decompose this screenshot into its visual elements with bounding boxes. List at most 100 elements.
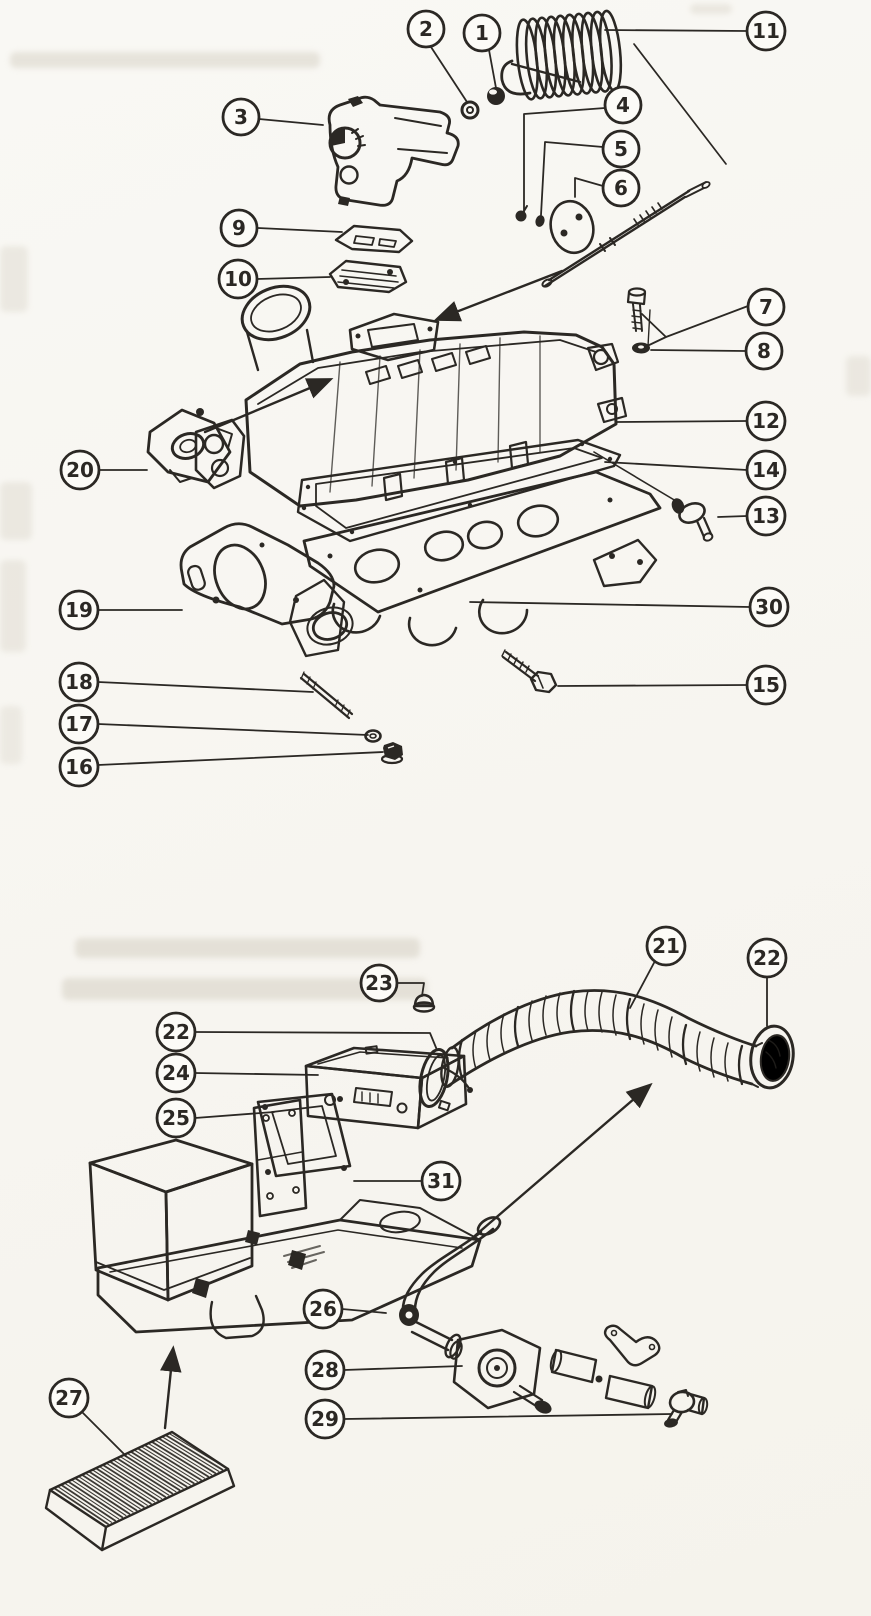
callout-circle — [745, 449, 787, 491]
callout-circle — [48, 1377, 90, 1419]
stud-art — [299, 671, 354, 720]
exhaust-manifold-art — [288, 470, 662, 658]
callout-circle — [304, 1349, 346, 1391]
assembly-direction-arrow — [433, 269, 564, 322]
callout-circle — [58, 703, 100, 745]
callout-number: 20 — [66, 458, 94, 482]
callout-number: 22 — [753, 946, 781, 970]
callout-3: 3 — [221, 97, 261, 137]
callout-circle — [58, 661, 100, 703]
sensor-art — [146, 408, 233, 484]
callout-circle — [155, 1052, 197, 1094]
callout-number: 21 — [652, 934, 680, 958]
callout-leaders — [81, 29, 768, 1457]
callout-circle — [406, 9, 446, 49]
callout-circle — [155, 1011, 197, 1053]
callout-circle — [745, 400, 787, 442]
corrugated-hose-art — [440, 989, 758, 1088]
intake-unit-art — [304, 1045, 473, 1130]
coil-spring-art — [500, 9, 727, 165]
callout-2: 2 — [406, 9, 446, 49]
hex-bolt-art — [501, 649, 558, 694]
assembly-direction-arrow — [468, 1082, 653, 1242]
washer-17-art — [364, 729, 382, 743]
callout-number: 25 — [162, 1106, 190, 1130]
callout-circle — [748, 586, 790, 628]
callout-number: 16 — [65, 755, 93, 779]
exhaust-gasket-art — [179, 522, 336, 626]
callout-number: 22 — [162, 1020, 190, 1044]
callout-circle — [746, 287, 786, 327]
vacuum-fitting-art — [593, 451, 714, 542]
callout-number: 14 — [752, 458, 780, 482]
callout-circle — [219, 208, 259, 248]
callout-4: 4 — [603, 85, 643, 125]
callout-number: 15 — [752, 673, 780, 697]
callout-25: 25 — [155, 1097, 197, 1139]
callout-number: 8 — [757, 339, 771, 363]
callout-circle — [745, 664, 787, 706]
throttle-shaft-art — [541, 181, 711, 288]
callout-12: 12 — [745, 400, 787, 442]
callout-number: 10 — [224, 267, 252, 291]
callout-29: 29 — [304, 1398, 346, 1440]
callout-number: 6 — [614, 176, 628, 200]
cap-art — [412, 993, 436, 1013]
callout-circle — [601, 168, 641, 208]
callout-number: 2 — [419, 17, 433, 41]
callout-10: 10 — [217, 258, 259, 300]
callout-circle — [58, 589, 100, 631]
callout-23: 23 — [359, 963, 399, 1003]
callout-number: 18 — [65, 670, 93, 694]
nut-art — [487, 87, 505, 105]
callout-circle — [645, 925, 687, 967]
callout-circle — [744, 331, 784, 371]
callout-18: 18 — [58, 661, 100, 703]
callout-20: 20 — [59, 449, 101, 491]
callout-28: 28 — [304, 1349, 346, 1391]
callout-circle — [745, 10, 787, 52]
callout-circle — [601, 129, 641, 169]
callout-19: 19 — [58, 589, 100, 631]
callout-circle — [603, 85, 643, 125]
callout-21: 21 — [645, 925, 687, 967]
bracket-gasket-art — [328, 259, 408, 294]
intake-plenum-art — [194, 284, 628, 508]
figure-air-cleaner-art — [44, 989, 795, 1552]
callout-number: 9 — [232, 216, 246, 240]
callout-circle — [58, 746, 100, 788]
callout-13: 13 — [745, 495, 787, 537]
callout-number: 12 — [752, 409, 780, 433]
callout-1: 1 — [462, 13, 502, 53]
plenum-gasket-art — [296, 438, 622, 543]
callout-number: 29 — [311, 1407, 339, 1431]
callout-30: 30 — [748, 586, 790, 628]
assembly-direction-arrow — [203, 378, 334, 434]
callout-number: 3 — [234, 105, 248, 129]
assembly-arrows — [160, 269, 653, 1430]
callout-15: 15 — [745, 664, 787, 706]
callout-number: 23 — [365, 971, 393, 995]
callout-17: 17 — [58, 703, 100, 745]
throttle-clevis-art — [327, 95, 460, 207]
callout-circle — [462, 13, 502, 53]
callout-16: 16 — [58, 746, 100, 788]
callout-number: 7 — [759, 295, 773, 319]
callout-24: 24 — [155, 1052, 197, 1094]
callout-number: 19 — [65, 598, 93, 622]
callout-circle — [304, 1398, 346, 1440]
callout-number: 4 — [616, 93, 630, 117]
callout-circle — [359, 963, 399, 1003]
callout-number: 30 — [755, 595, 783, 619]
hose-cuff-art — [749, 1024, 795, 1090]
valve-art — [449, 1328, 552, 1414]
callout-27: 27 — [48, 1377, 90, 1419]
callout-9: 9 — [219, 208, 259, 248]
callout-5: 5 — [601, 129, 641, 169]
callout-number: 11 — [752, 19, 780, 43]
callout-11: 11 — [745, 10, 787, 52]
hose-pieces-art — [549, 1324, 661, 1410]
